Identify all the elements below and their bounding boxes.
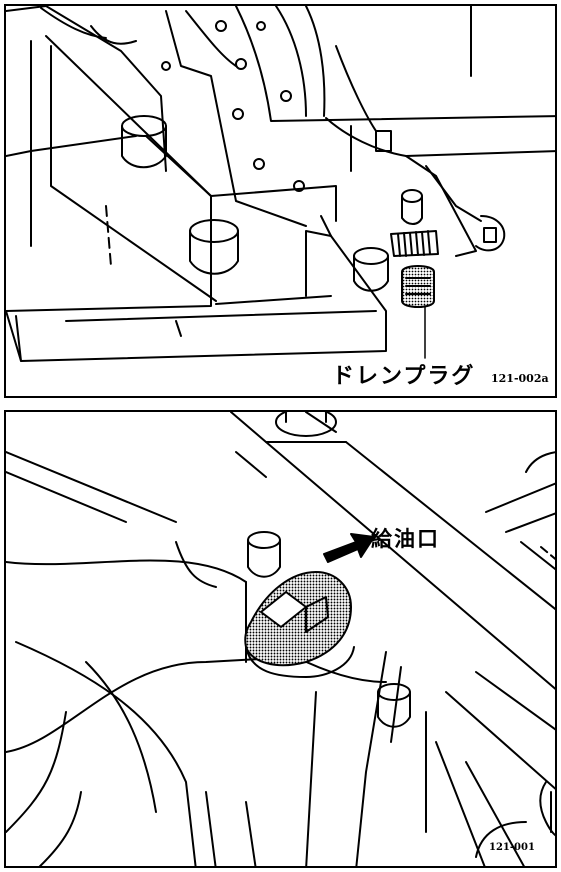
engine-underside-drawing: [6, 6, 555, 362]
figure-code-top: 121-002a: [491, 372, 549, 385]
engine-top-drawing: [6, 412, 555, 866]
drain-plug-label: ドレンプラグ: [332, 364, 476, 389]
oil-filler-label: 給油口: [371, 527, 440, 551]
oil-filler-figure: 給油口 121-001: [4, 410, 557, 868]
drain-plug-figure: ドレンプラグ 121-002a: [4, 4, 557, 398]
figure-code-bottom: 121-001: [489, 842, 535, 853]
